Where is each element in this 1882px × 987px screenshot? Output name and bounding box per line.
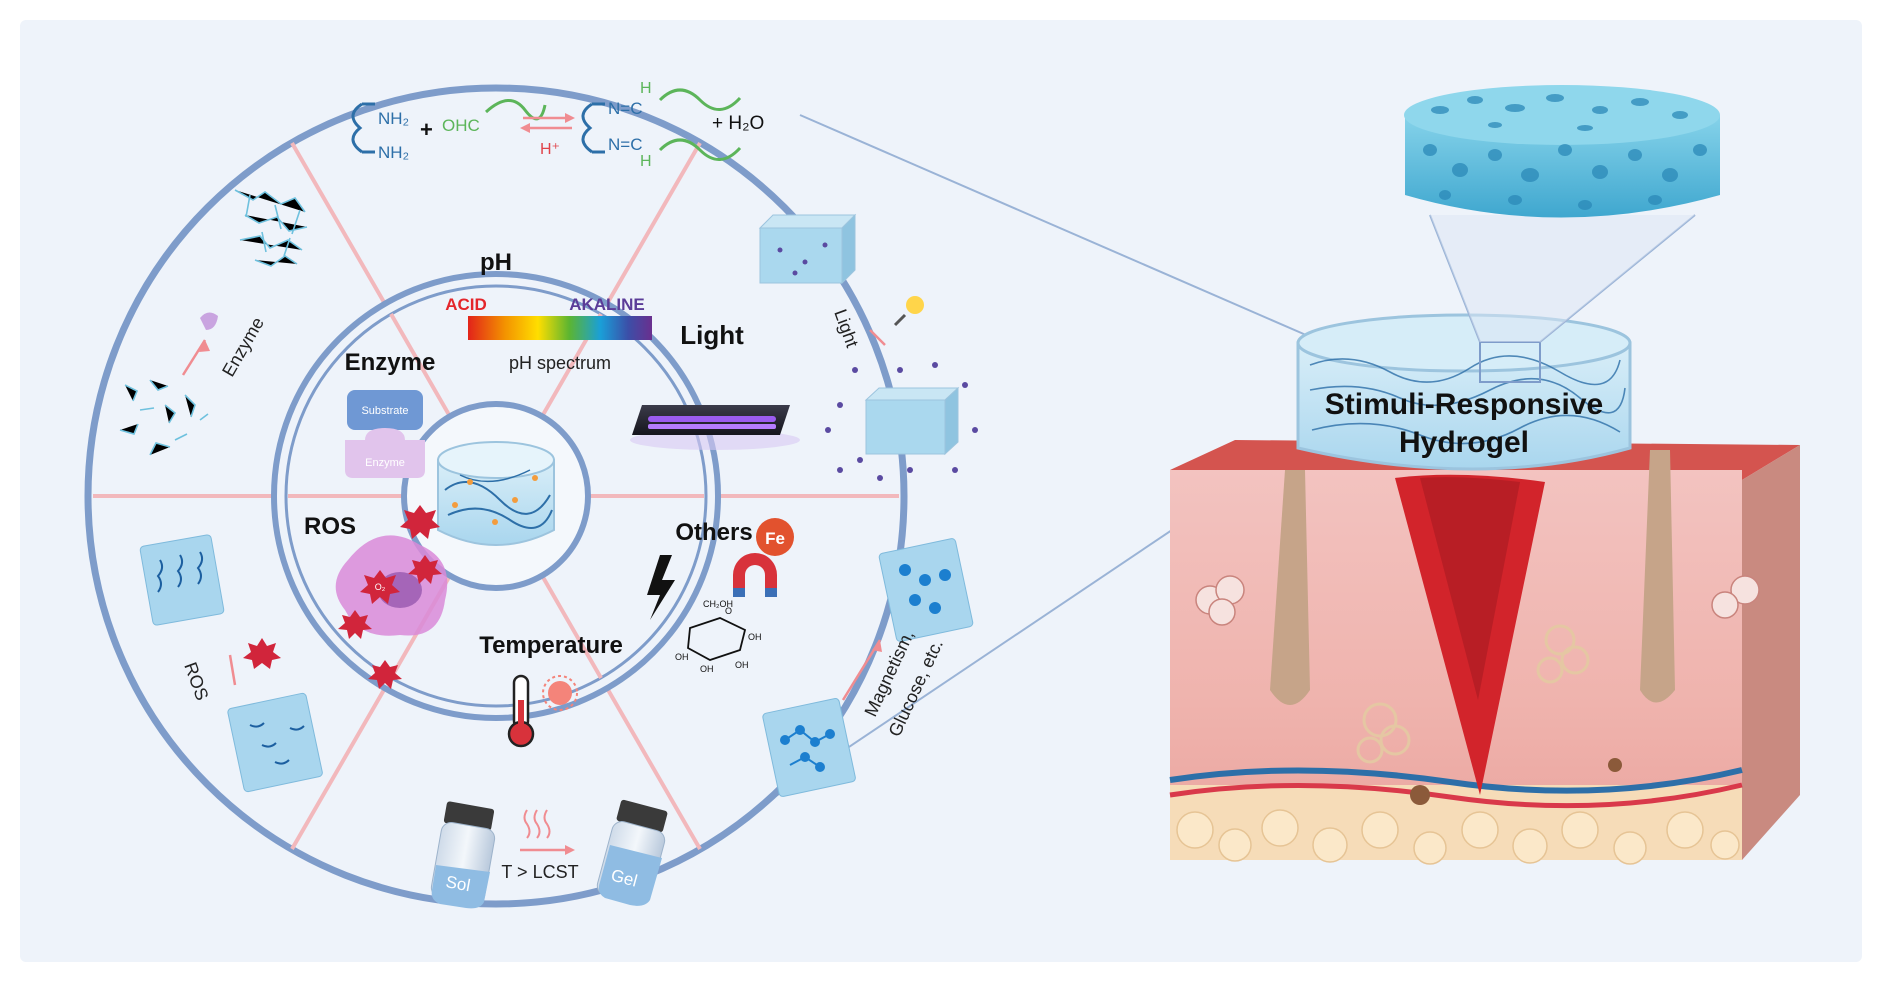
enzyme-arrow	[181, 339, 207, 376]
glucose-oh2: OH	[748, 632, 762, 642]
temperature-title: Temperature	[479, 632, 623, 659]
coiled-gland	[1356, 624, 1590, 764]
h-top: H	[640, 80, 652, 97]
heat-waves-icon	[523, 809, 551, 839]
glucose-oh1: OH	[675, 652, 689, 662]
light-bulb-icon	[893, 296, 924, 327]
lcst-label: T > LCST	[501, 862, 578, 882]
hair-follicle-left	[1270, 470, 1310, 705]
network-top-icon	[234, 189, 308, 267]
o2-label: O₂	[375, 582, 386, 592]
magnet-icon	[733, 553, 777, 597]
h-bottom: H	[640, 153, 652, 170]
n-c-bottom: N=C	[608, 135, 642, 154]
others-title: Others	[675, 519, 752, 546]
substrate-label: Substrate	[361, 405, 408, 417]
center-hydrogel-icon	[437, 441, 555, 546]
ros-title: ROS	[304, 513, 356, 540]
plus-sign: +	[420, 117, 433, 142]
fe-badge	[756, 518, 794, 556]
acid-label: ACID	[445, 295, 487, 314]
released-particles	[825, 362, 978, 481]
hydrogel-title-line1: Stimuli-Responsive	[1325, 388, 1603, 421]
nerve-endings	[1410, 758, 1622, 805]
thermometer-icon	[507, 674, 535, 748]
ros-arrow	[228, 654, 237, 686]
glucose-oh4: OH	[735, 660, 749, 670]
network-bottom-icon	[119, 379, 209, 456]
uv-lamp-icon	[630, 405, 800, 450]
enzyme-small-label: Enzyme	[365, 457, 405, 469]
scissors-enzyme-icon	[200, 312, 218, 330]
n-c-top: N=C	[608, 99, 642, 118]
h2o-label: + H₂O	[712, 113, 764, 134]
gel-vial-icon	[596, 799, 668, 906]
inner-ring-2	[284, 284, 708, 708]
sol-vial-icon	[430, 801, 496, 909]
light-title: Light	[680, 320, 744, 350]
substrate-enzyme-icon: Substrate Enzyme	[345, 390, 425, 478]
porous-hydrogel-sponge	[1404, 85, 1720, 218]
ph-title: pH	[480, 249, 512, 276]
gel-cube-top-icon	[758, 213, 857, 285]
sponge-pores	[1423, 94, 1707, 210]
skin-side-face	[1742, 445, 1800, 860]
lightning-icon	[647, 555, 675, 620]
sweat-glands	[1195, 575, 1760, 626]
h-plus-label: H⁺	[540, 141, 560, 158]
glucose-o: O	[725, 606, 732, 616]
fat-cells	[1176, 809, 1740, 865]
heat-sun-icon	[542, 675, 578, 711]
mag-gel-top-icon	[878, 538, 974, 642]
hair-follicle-right	[1640, 450, 1675, 703]
light-arrow	[869, 329, 886, 346]
ros-star-icon	[243, 638, 281, 669]
ros-burst-icons	[338, 505, 442, 689]
hydrogel-title-line2: Hydrogel	[1399, 426, 1529, 459]
akaline-label: AKALINE	[569, 295, 645, 314]
nh2-bottom: NH₂	[378, 143, 409, 162]
glucose-structure-icon	[687, 617, 747, 661]
gel-cube-bottom-icon	[864, 386, 960, 456]
mag-gel-bottom-icon	[762, 698, 856, 797]
ros-gel-top-icon	[139, 534, 225, 626]
glucose-oh3: OH	[700, 664, 714, 674]
fe-label: Fe	[765, 529, 785, 548]
ohc-label: OHC	[442, 116, 480, 135]
ph-spectrum-bar	[468, 316, 652, 340]
glucose-ch2oh: CH₂OH	[703, 599, 733, 609]
skin-tissue-block	[1169, 440, 1800, 865]
zoom-line-top	[799, 114, 1307, 336]
sol-label: Sol	[444, 872, 472, 895]
schiff-base-reaction	[351, 88, 742, 161]
ros-gel-bottom-icon	[227, 692, 323, 793]
enzyme-title: Enzyme	[345, 349, 436, 376]
ph-spectrum-label: pH spectrum	[509, 353, 611, 373]
nh2-top: NH₂	[378, 109, 409, 128]
